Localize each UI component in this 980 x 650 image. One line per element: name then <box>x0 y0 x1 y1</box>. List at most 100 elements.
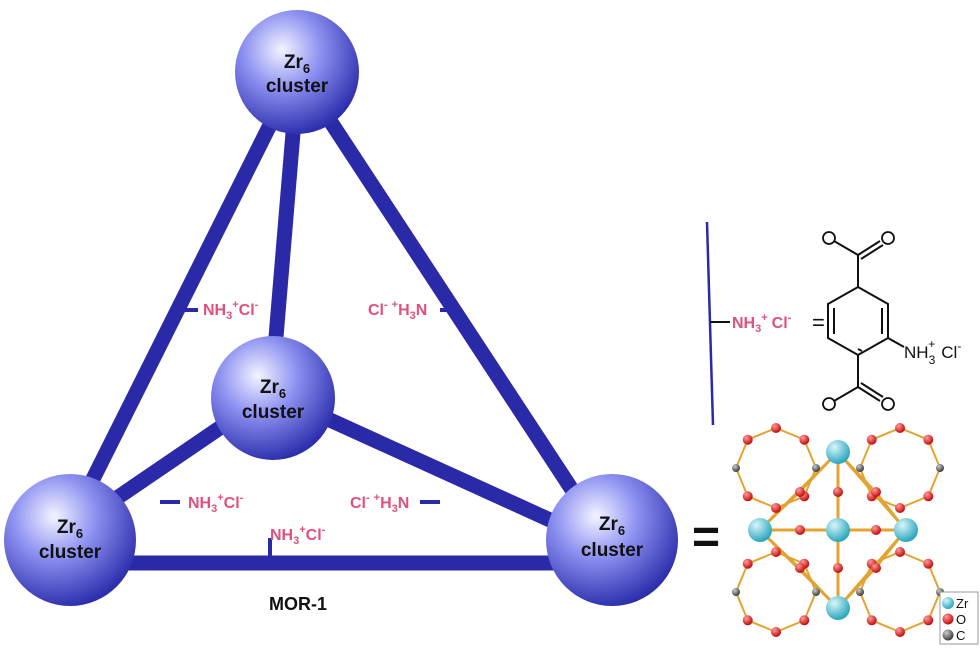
diagram-title: MOR-1 <box>269 594 327 614</box>
carboxylate-bond <box>927 467 941 497</box>
carboxylate-oxygens <box>822 231 895 411</box>
o-atom <box>795 525 805 535</box>
cluster-left: Zr6 cluster <box>4 474 136 606</box>
svg-text:NH3+Cl-: NH3+Cl- <box>188 492 244 515</box>
carboxylate-bond <box>871 495 901 509</box>
ligand-definition: NH3+Cl- = NH3+Cl- <box>705 221 961 426</box>
svg-text:cluster: cluster <box>581 540 644 561</box>
o-atom <box>895 503 905 513</box>
svg-text:Zr6: Zr6 <box>599 514 625 538</box>
zr-atom <box>826 440 850 464</box>
legend-o: O <box>956 612 966 627</box>
ligand-label-upper-right: Cl-+H3N <box>368 299 427 322</box>
svg-text:Zr6: Zr6 <box>57 517 83 541</box>
carboxylate-bond <box>803 591 817 621</box>
atom-legend: Zr O C <box>939 591 979 645</box>
carboxylate-bond <box>899 551 929 565</box>
o-atom <box>895 627 905 637</box>
tetrahedron-edges <box>62 67 613 571</box>
c-atom <box>732 464 740 472</box>
carboxylate-bond <box>927 563 941 593</box>
o-atom <box>799 615 810 626</box>
o-atom <box>923 491 934 502</box>
ligand-stubs <box>160 308 458 556</box>
ligand-label-bottom: NH3+Cl- <box>270 524 326 547</box>
o-atom <box>871 487 881 497</box>
carboxylate-bond <box>899 427 929 441</box>
o-atom <box>771 547 781 557</box>
carboxylate-bond <box>871 427 901 441</box>
svg-text:Cl-+H3N: Cl-+H3N <box>368 299 427 322</box>
divider-line <box>705 221 715 426</box>
molecule-ammonium-label: NH3+Cl- <box>904 337 961 367</box>
carboxylate-bond <box>747 551 777 565</box>
carboxylate-bond <box>927 591 941 621</box>
carboxylate-bond <box>871 551 901 565</box>
o-atom <box>833 563 843 573</box>
edge-top-right <box>292 67 613 548</box>
zr-atom <box>826 596 850 620</box>
carboxylate-bond <box>775 551 805 565</box>
o-atom <box>771 503 781 513</box>
o-atom <box>799 434 810 445</box>
o-atom <box>742 491 753 502</box>
cluster-right: Zr6 cluster <box>546 474 678 606</box>
carboxylate-bond <box>803 439 817 469</box>
cluster-top: Zr6 cluster <box>235 10 359 134</box>
carboxylate-bond <box>899 619 929 633</box>
carboxylate-bond <box>735 591 749 621</box>
carboxylate-bond <box>775 619 805 633</box>
c-atom <box>856 464 864 472</box>
carboxylate-bond <box>871 619 901 633</box>
o-atom <box>923 615 934 626</box>
ligand-label-lower-left: NH3+Cl- <box>188 492 244 515</box>
o-atom <box>742 615 753 626</box>
o-atom <box>795 487 805 497</box>
c-atom <box>856 588 864 596</box>
carboxylate-bond <box>747 495 777 509</box>
carboxylate-bond <box>735 563 749 593</box>
carboxylate-bond <box>859 563 873 593</box>
carboxylate-bond <box>859 591 873 621</box>
zr-legend-icon <box>942 597 954 609</box>
equals-sign: = <box>692 511 720 564</box>
o-atom <box>871 525 881 535</box>
legend-zr: Zr <box>956 596 969 611</box>
ligand-label-upper-left: NH3+Cl- <box>203 299 259 322</box>
c-atom <box>812 464 820 472</box>
cluster-sphere <box>211 336 335 460</box>
o-atom <box>866 615 877 626</box>
svg-text:NH3+Cl-: NH3+Cl- <box>270 524 326 547</box>
o-atom <box>866 434 877 445</box>
edge-top-left <box>62 67 303 533</box>
cluster-center: Zr6 cluster <box>211 336 335 460</box>
legend-c: C <box>956 628 965 643</box>
terephthalate-structure <box>827 240 905 402</box>
svg-text:Cl-+H3N: Cl-+H3N <box>350 492 409 515</box>
cluster-sphere <box>546 474 678 606</box>
c-atom <box>812 588 820 596</box>
carboxylate-bond <box>735 467 749 497</box>
carboxylate-bond <box>775 427 805 441</box>
zr-atom <box>826 518 850 542</box>
c-legend-icon <box>942 629 954 641</box>
cluster-sphere <box>4 474 136 606</box>
svg-text:Zr6: Zr6 <box>260 377 286 401</box>
carboxylate-bond <box>859 467 873 497</box>
o-atom <box>742 558 753 569</box>
o-atom <box>795 563 805 573</box>
o-atom <box>923 434 934 445</box>
edge-top-center <box>264 77 305 393</box>
o-atom <box>895 423 905 433</box>
carboxylate-bond <box>747 619 777 633</box>
carboxylate-bond <box>735 439 749 469</box>
o-atom <box>871 563 881 573</box>
zr-atom <box>894 518 918 542</box>
ligand-def-label: NH3+Cl- <box>732 312 792 335</box>
c-atom <box>936 464 944 472</box>
ligand-label-lower-right: Cl-+H3N <box>350 492 409 515</box>
svg-text:cluster: cluster <box>39 542 102 563</box>
carboxylate-bond <box>927 439 941 469</box>
carboxylate-bond <box>899 495 929 509</box>
